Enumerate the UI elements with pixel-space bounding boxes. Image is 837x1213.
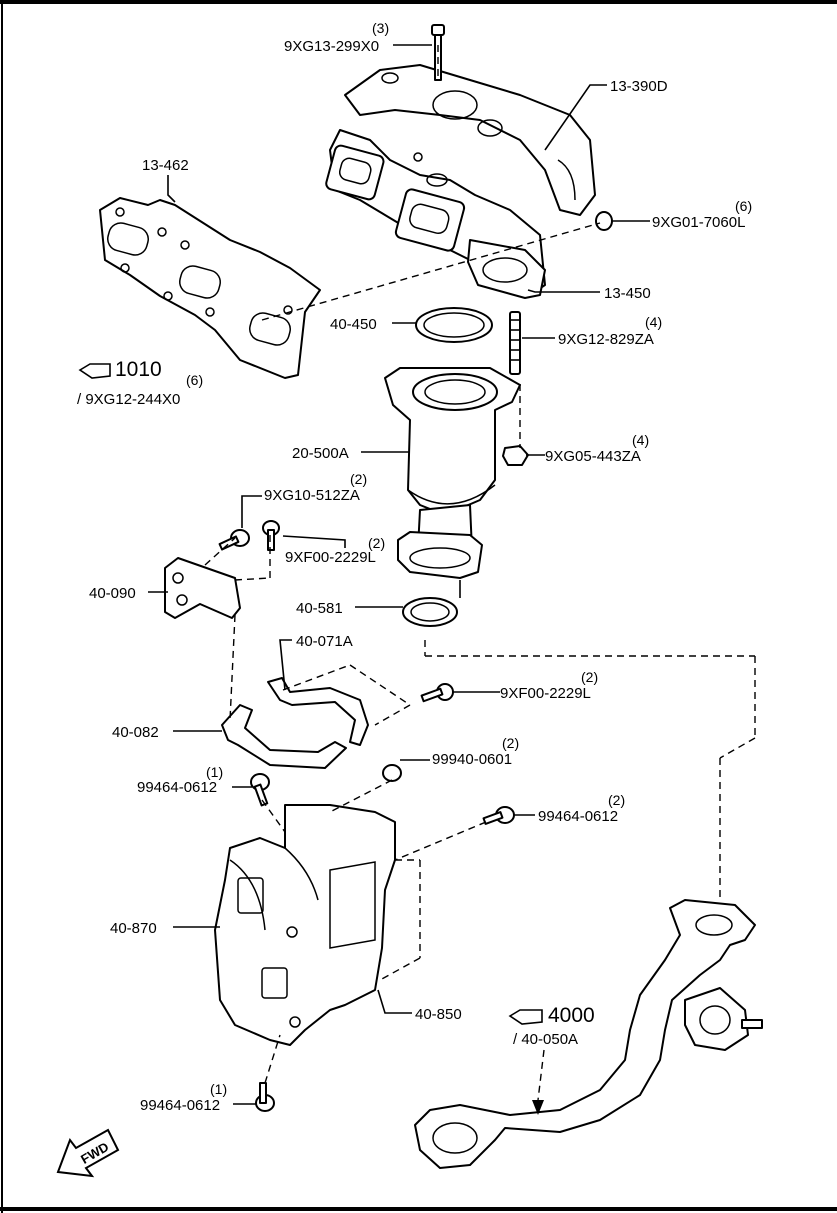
part-number-label: 13-390D [610,78,668,95]
qty-label: (6) [735,198,752,214]
fwd-arrow-icon [56,1128,120,1178]
part-number-label: 9XF00-2229L [500,685,591,702]
assembly-leader-lines [204,45,756,1115]
part-number-label: 40-450 [330,316,377,333]
shield-bolt-icon [382,764,402,782]
reference-number: 1010 [115,358,162,381]
converter-heat-shield [214,804,396,1046]
qty-label: (3) [372,20,389,36]
qty-label: (2) [581,669,598,685]
qty-label: (4) [645,314,662,330]
shield-bolt-bottom-icon [255,1082,275,1112]
part-number-label: / 9XG12-244X0 [77,391,180,408]
qty-label: (2) [608,792,625,808]
qty-label: (2) [350,471,367,487]
part-number-label: 9XG13-299X0 [284,38,379,55]
pointing-hand-icon [508,1009,543,1025]
qty-label: (2) [502,735,519,751]
front-exhaust-pipe [414,899,763,1169]
part-number-label: 20-500A [292,445,349,462]
manifold-gasket [99,197,321,379]
bracket-bolt-2-icon [262,520,280,551]
flange-nut-icon [502,445,529,466]
bracket-40-090 [164,557,241,619]
part-number-label: 9XF00-2229L [285,549,376,566]
part-number-label: 9XG01-7060L [652,214,745,231]
forward-direction-indicator: FWD [56,1128,120,1178]
part-number-label: 40-870 [110,920,157,937]
gasket-ring-40-450 [415,307,493,343]
part-number-label: 9XG05-443ZA [545,448,641,465]
stud-bolt-icon [509,311,521,375]
clamp-upper-40-071A [267,677,369,746]
manifold-heat-shield [344,64,596,216]
part-number-label: 13-462 [142,157,189,174]
callout-lines [148,44,650,1105]
converter-gasket-13-450 [467,239,546,299]
part-number-label: 13-450 [604,285,651,302]
reference-4000[interactable]: 4000 [508,1004,595,1027]
shield-bolt-upper-icon [250,773,270,807]
arrow-icon [532,1100,544,1115]
nut-icon [595,211,613,231]
qty-label: (1) [206,764,223,780]
part-number-label: 99464-0612 [538,808,618,825]
pointing-hand-icon [78,363,111,379]
reference-number: 4000 [548,1004,595,1027]
part-number-label: 40-090 [89,585,136,602]
qty-label: (4) [632,432,649,448]
qty-label: (6) [186,372,203,388]
catalytic-converter [384,367,521,598]
part-number-label: 99464-0612 [140,1097,220,1114]
part-number-label: 9XG10-512ZA [264,487,360,504]
part-number-label: 9XG12-829ZA [558,331,654,348]
part-number-label: 40-082 [112,724,159,741]
part-number-label: 40-581 [296,600,343,617]
part-number-label: 99940-0601 [432,751,512,768]
part-number-label: 40-850 [415,1006,462,1023]
qty-label: (1) [210,1081,227,1097]
part-number-label: 40-071A [296,633,353,650]
part-number-label: 99464-0612 [137,779,217,796]
clamp-bolt-icon [420,683,454,703]
part-number-label: / 40-050A [513,1031,578,1048]
bracket-bolt-icon [218,529,250,551]
shield-bolt-right-icon [482,806,515,825]
clamp-lower-40-082 [221,704,347,769]
qty-label: (2) [368,535,385,551]
reference-1010[interactable]: 1010 [78,358,162,381]
